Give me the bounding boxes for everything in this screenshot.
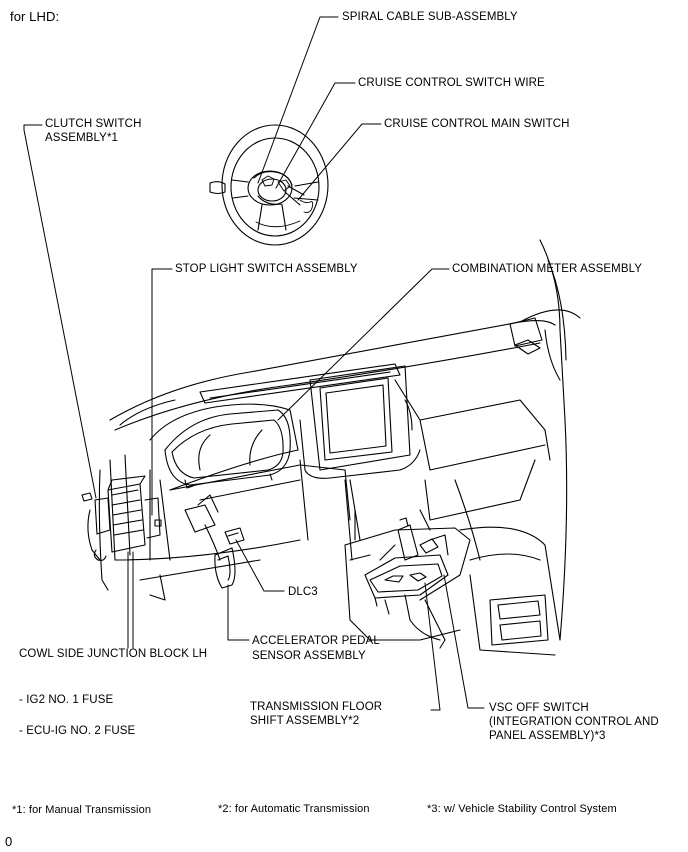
label-vsc-off-line3: PANEL ASSEMBLY)*3 [489, 730, 606, 742]
label-ig2-fuse: - IG2 NO. 1 FUSE [19, 694, 114, 706]
footnote-vsc-system: *3: w/ Vehicle Stability Control System [427, 803, 617, 815]
label-cowl-side-junction-block: COWL SIDE JUNCTION BLOCK LH [19, 648, 208, 660]
footnote-manual-transmission: *1: for Manual Transmission [12, 804, 152, 816]
junction-block [81, 475, 162, 562]
label-vsc-off-line2: (INTEGRATION CONTROL AND [489, 716, 659, 728]
label-transmission-shift-line2: SHIFT ASSEMBLY*2 [250, 715, 360, 727]
dashboard [98, 239, 581, 641]
variant-heading: for LHD: [10, 9, 60, 24]
label-vsc-off-line1: VSC OFF SWITCH [489, 702, 589, 714]
pedals [184, 494, 245, 589]
label-stop-light-switch: STOP LIGHT SWITCH ASSEMBLY [175, 263, 358, 275]
leader-lines [23, 16, 485, 711]
label-cruise-control-switch-wire: CRUISE CONTROL SWITCH WIRE [358, 77, 545, 89]
footnote-automatic-transmission: *2: for Automatic Transmission [218, 803, 370, 815]
figure-code: 0 [5, 834, 13, 849]
label-cruise-control-main-switch: CRUISE CONTROL MAIN SWITCH [384, 118, 570, 130]
label-ecu-ig-fuse: - ECU-IG NO. 2 FUSE [19, 725, 136, 737]
shift-assembly [364, 517, 449, 649]
label-accelerator-pedal-line2: SENSOR ASSEMBLY [252, 650, 366, 662]
label-accelerator-pedal-line1: ACCELERATOR PEDAL [252, 635, 380, 647]
center-console [344, 509, 561, 656]
label-dlc3: DLC3 [288, 586, 318, 598]
label-transmission-shift-line1: TRANSMISSION FLOOR [250, 701, 383, 713]
label-clutch-switch-line2: ASSEMBLY*1 [45, 132, 119, 144]
label-spiral-cable: SPIRAL CABLE SUB-ASSEMBLY [342, 11, 518, 23]
combination-meter [164, 409, 291, 489]
label-clutch-switch-line1: CLUTCH SWITCH [45, 118, 142, 130]
label-combination-meter: COMBINATION METER ASSEMBLY [452, 263, 643, 275]
